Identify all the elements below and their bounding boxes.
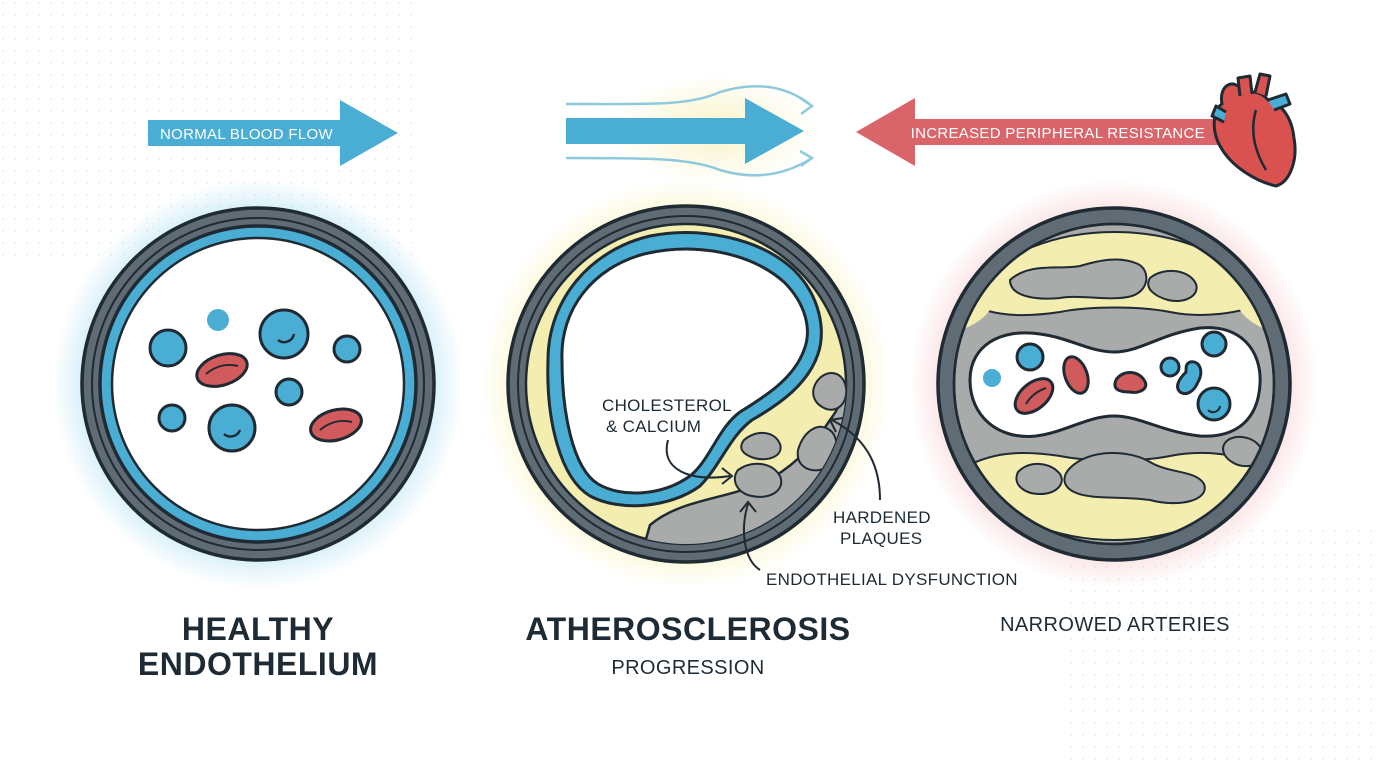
healthy-title-line2: ENDOTHELIUM	[138, 646, 378, 682]
blood-cells	[148, 308, 363, 453]
atherosclerosis-subtitle: PROGRESSION	[611, 657, 764, 679]
narrowed-blood-cells	[983, 330, 1232, 422]
normal-blood-flow-label: NORMAL BLOOD FLOW	[160, 126, 333, 143]
healthy-vessel	[53, 179, 463, 589]
center-flow-arrow	[565, 75, 820, 185]
cholesterol-calcium-callout: CHOLESTEROL & CALCIUM	[602, 396, 734, 485]
increased-resistance-label: INCREASED PERIPHERAL RESISTANCE	[911, 125, 1205, 142]
plaques-label-line1: HARDENED	[833, 508, 931, 527]
cholesterol-label-line1: CHOLESTEROL	[602, 396, 732, 415]
plaques-label-line2: PLAQUES	[840, 529, 922, 548]
narrowed-vessel	[909, 179, 1319, 589]
atherosclerosis-title: ATHEROSCLEROSIS	[525, 611, 850, 647]
endothelial-dysfunction-callout: ENDOTHELIAL DYSFUNCTION	[739, 500, 1018, 589]
heart-icon	[1210, 72, 1297, 188]
dysfunction-label: ENDOTHELIAL DYSFUNCTION	[766, 570, 1018, 589]
normal-blood-flow-arrow: NORMAL BLOOD FLOW	[148, 100, 398, 166]
atherosclerosis-vessel	[481, 179, 891, 589]
healthy-title-line1: HEALTHY	[182, 611, 334, 647]
hardened-plaques-callout: HARDENED PLAQUES	[828, 417, 931, 548]
narrowed-arteries-title: NARROWED ARTERIES	[1000, 614, 1230, 636]
increased-resistance-arrow: INCREASED PERIPHERAL RESISTANCE	[856, 98, 1240, 166]
cholesterol-label-line2: & CALCIUM	[606, 417, 701, 436]
